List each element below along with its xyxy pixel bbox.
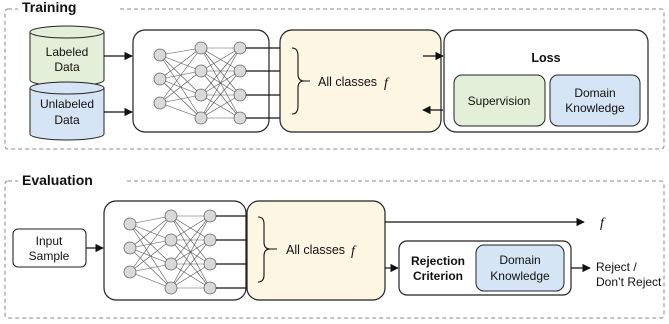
network-node [203,257,217,271]
evaluation-frame [4,180,665,319]
input-sample-line2: Sample [29,249,70,263]
network-connection [129,263,172,273]
network-node [203,233,217,247]
loss-title: Loss [531,51,560,65]
network-node [194,64,208,78]
network-connection [159,54,202,119]
training-domain-knowledge-box [549,74,641,127]
supervision-label: Supervision [468,94,531,108]
reject-output-line2: Don’t Reject [596,275,662,289]
network-connection [159,78,202,119]
network-connection [159,47,202,104]
network-connection [129,239,172,273]
network-connection [170,239,211,289]
network-node [123,241,137,255]
unlabeled-label-line2: Data [54,113,80,127]
evaluation-f-symbol: f [351,244,357,259]
network-node [233,41,247,55]
network-connection [129,215,172,225]
training-domain-line1: Domain [574,86,615,100]
evaluation-all-classes-label: All classes [286,243,345,257]
unlabeled-data-cylinder: Unlabeled Data [29,81,105,141]
training-domain-line2: Knowledge [565,101,625,115]
evaluation-network-box [103,200,247,301]
network-node [233,64,247,78]
network-node [194,41,208,55]
network-connection [200,47,241,72]
network-connection [129,215,172,249]
network-connection [200,94,241,119]
labeled-data-cylinder: Labeled Data [29,25,105,87]
training-frame [4,8,665,150]
network-node [233,88,247,102]
evaluation-domain-line1: Domain [499,253,540,267]
evaluation-neural-network [123,209,259,295]
network-connection [159,54,202,72]
network-connection [159,102,202,119]
network-node [203,209,217,223]
network-connection [200,47,241,119]
network-connection [129,271,172,289]
training-all-classes-label: All classes [318,75,377,89]
network-connection [159,47,202,56]
network-node [164,233,178,247]
network-node [153,72,167,86]
evaluation-domain-line2: Knowledge [490,269,550,283]
network-connection [159,47,202,80]
network-connection [170,215,211,241]
network-node [123,217,137,231]
reject-output-line1: Reject / [596,260,637,274]
network-connection [170,215,211,289]
f-output-symbol: f [600,216,606,231]
network-connection [170,263,211,289]
training-neural-network [153,41,291,125]
evaluation-section-title: Evaluation [22,172,93,188]
network-node [153,48,167,62]
training-network-box [132,29,270,133]
network-connection [200,47,241,96]
network-node [164,257,178,271]
network-connection [200,70,241,119]
network-node [233,111,247,125]
supervision-box [453,74,546,127]
network-node [194,88,208,102]
training-section-title: Training [22,0,76,15]
network-node [164,281,178,295]
evaluation-domain-knowledge-box [475,244,565,292]
labeled-label-line1: Labeled [46,45,89,59]
network-node [203,281,217,295]
training-f-symbol: f [384,76,390,91]
network-connection [159,94,202,104]
network-node [123,265,137,279]
labeled-label-line2: Data [54,60,80,74]
network-connection [170,215,211,265]
rejection-line1: Rejection [411,254,465,268]
rejection-line2: Criterion [413,269,463,283]
training-all-classes-box [279,29,442,133]
network-node [194,111,208,125]
network-connection [129,215,172,273]
network-node [164,209,178,223]
input-sample-line1: Input [36,234,63,248]
network-node [153,96,167,110]
evaluation-all-classes-box [246,200,386,301]
network-connection [159,70,202,104]
unlabeled-label-line1: Unlabeled [40,97,94,111]
